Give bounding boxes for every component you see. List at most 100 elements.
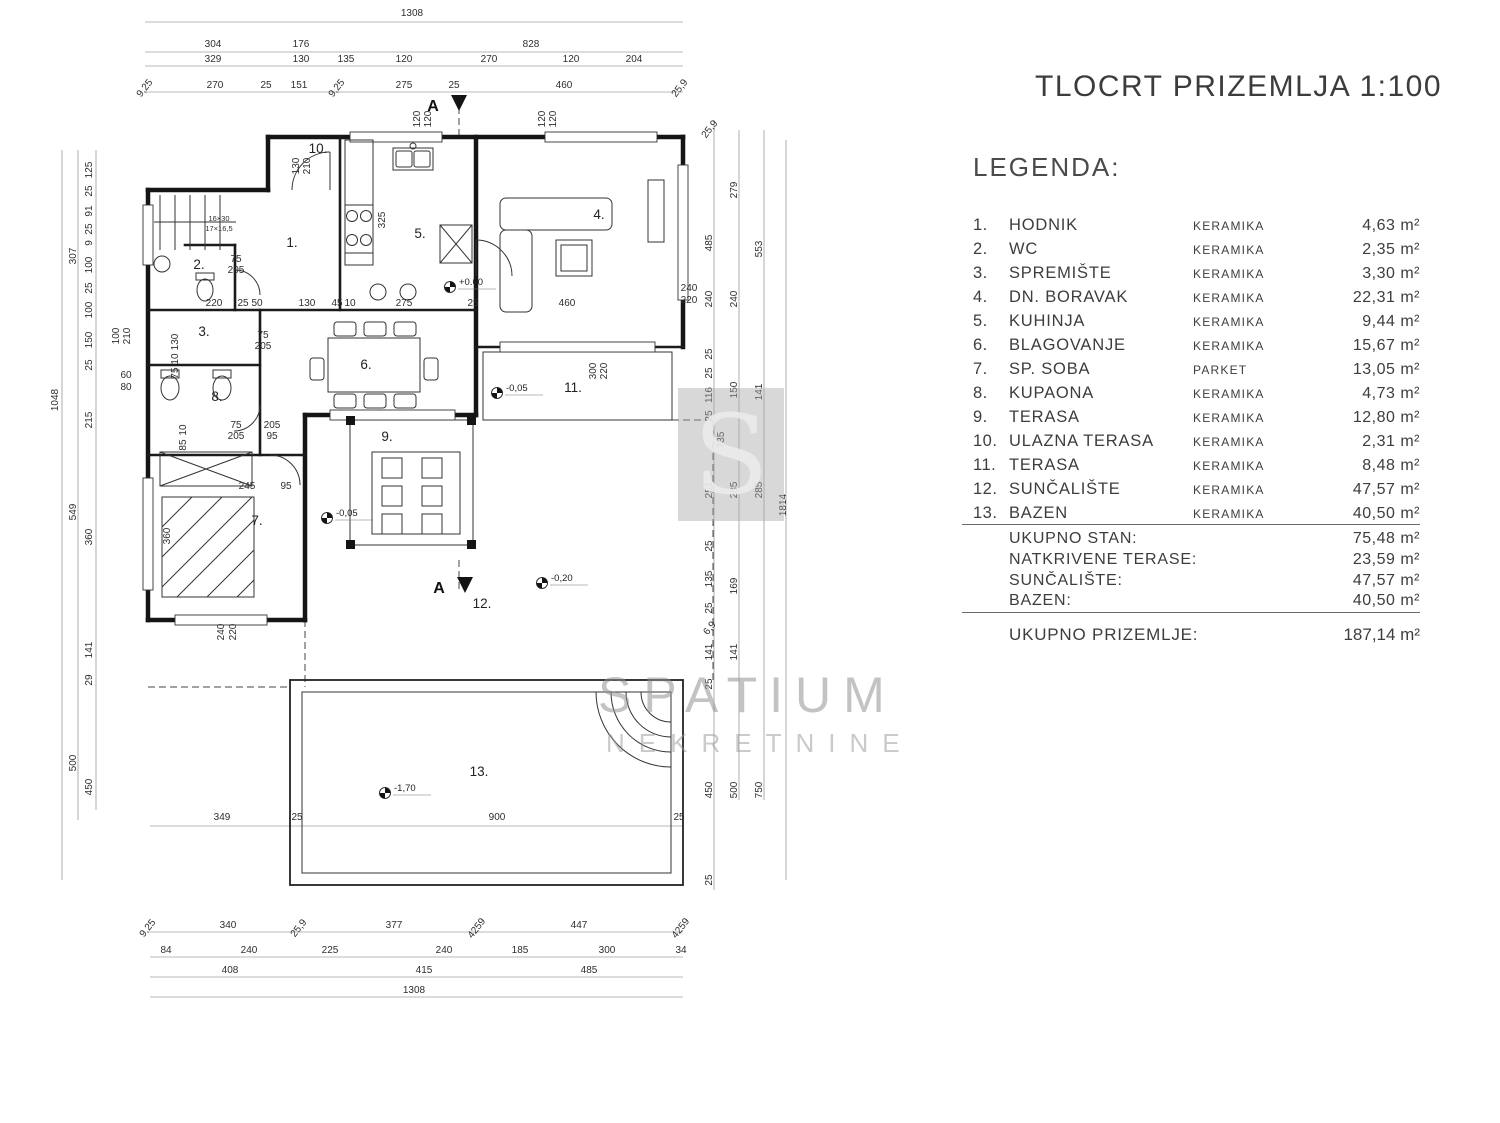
dimension-label: 25 bbox=[448, 80, 460, 91]
furniture-rect bbox=[555, 239, 593, 277]
furniture-circle bbox=[409, 142, 417, 150]
furniture-rect bbox=[393, 393, 417, 409]
fixture bbox=[212, 375, 232, 401]
total-value: 23,59 m² bbox=[1352, 550, 1420, 568]
column-post bbox=[467, 540, 476, 549]
legend-item-name: SUNČALIŠTE bbox=[1009, 480, 1121, 498]
legend-item-material: KERAMIKA bbox=[1193, 387, 1265, 401]
total-value: 40,50 m² bbox=[1352, 592, 1420, 610]
legend-item-area: 4,73 m² bbox=[1362, 385, 1420, 402]
room-number-label: 5. bbox=[414, 226, 425, 241]
dimension-label: 100 bbox=[84, 256, 95, 273]
dimension-label: 135 bbox=[704, 570, 715, 587]
stair-annotation: 17×16,5 bbox=[205, 224, 232, 233]
dimension-label: 240 bbox=[436, 945, 453, 956]
furniture-rect bbox=[647, 179, 665, 243]
dimension-label: 251 bbox=[704, 481, 715, 498]
dimension-label: 125 bbox=[84, 161, 95, 178]
total-row: SUNČALIŠTE: 47,57 m² bbox=[973, 571, 1420, 592]
dimension-label: 205 bbox=[264, 420, 281, 431]
dimension-label: 75 bbox=[230, 420, 242, 431]
legend-item-material: KERAMIKA bbox=[1193, 219, 1265, 233]
dimension-label: 210 bbox=[122, 327, 133, 344]
dimension-label: 275 bbox=[396, 80, 413, 91]
total-value: 47,57 m² bbox=[1352, 571, 1420, 589]
furniture-circle bbox=[360, 210, 372, 222]
furniture-rect bbox=[423, 357, 439, 381]
room-number-label: 11. bbox=[564, 380, 582, 395]
dimension-label: 240 bbox=[241, 945, 258, 956]
dimension-label: 549 bbox=[68, 503, 79, 520]
dimension-label: 150 bbox=[84, 331, 95, 348]
furniture-rect bbox=[421, 513, 443, 535]
dimension-label: 447 bbox=[571, 920, 588, 931]
dimension-label: 1814 bbox=[778, 493, 789, 516]
furniture-rect bbox=[195, 272, 215, 281]
legend-item-number: 3. bbox=[973, 264, 988, 282]
legend-item-number: 9. bbox=[973, 408, 988, 426]
dimension-label: 9,25 bbox=[135, 77, 156, 99]
dimension-label: 270 bbox=[207, 80, 224, 91]
fixture bbox=[160, 375, 180, 401]
level-marker-icon bbox=[491, 393, 497, 399]
dimension-label: 120 bbox=[563, 54, 580, 65]
arc-detail bbox=[595, 691, 672, 768]
level-marker-icon bbox=[321, 518, 327, 524]
total-label: UKUPNO STAN: bbox=[1009, 530, 1138, 547]
dimension-label: 270 bbox=[481, 54, 498, 65]
furniture-rect bbox=[363, 393, 387, 409]
furniture-rect bbox=[363, 321, 387, 337]
dimension-label: 220 bbox=[681, 295, 698, 306]
level-marker-icon bbox=[444, 287, 450, 293]
section-marker-icon bbox=[457, 577, 473, 593]
dimension-label: 9,25 bbox=[327, 77, 348, 99]
level-label: -0,05 bbox=[506, 383, 528, 394]
legend-item-area: 3,30 m² bbox=[1362, 265, 1420, 282]
dimension-label: 205 bbox=[255, 341, 272, 352]
drawing-title: TLOCRT PRIZEMLJA 1:100 bbox=[1035, 70, 1443, 103]
arc-detail bbox=[269, 454, 301, 486]
window bbox=[499, 341, 656, 353]
dimension-label: 120 bbox=[548, 110, 559, 127]
window bbox=[677, 164, 689, 301]
section-marker-letter: A bbox=[427, 98, 439, 115]
dimension-label: 75 bbox=[170, 367, 181, 379]
dimension-label: 25 bbox=[237, 298, 249, 309]
dimension-label: 10 bbox=[178, 424, 189, 436]
dimension-label: 735 bbox=[716, 431, 727, 448]
total-label: SUNČALIŠTE: bbox=[1009, 571, 1123, 589]
legend-item-material: PARKET bbox=[1193, 363, 1248, 377]
arc-detail bbox=[610, 691, 672, 753]
furniture-line bbox=[176, 519, 255, 598]
window bbox=[349, 131, 443, 143]
column-post bbox=[346, 540, 355, 549]
dimension-label: 500 bbox=[68, 754, 79, 771]
dimension-label: 25 bbox=[291, 812, 303, 823]
dimension-label: 141 bbox=[704, 643, 715, 660]
furniture-rect bbox=[381, 513, 403, 535]
legend-item-area: 9,44 m² bbox=[1362, 313, 1420, 330]
dimension-label: 360 bbox=[162, 527, 173, 544]
legend-item-name: KUHINJA bbox=[1009, 312, 1086, 330]
furniture-circle bbox=[369, 283, 387, 301]
legend-item-name: TERASA bbox=[1009, 408, 1080, 426]
level-label: -0,20 bbox=[551, 573, 573, 584]
stair-annotation: 16×30 bbox=[208, 214, 229, 223]
dimension-label: 450 bbox=[704, 781, 715, 798]
furniture-rect bbox=[333, 393, 357, 409]
dimension-label: 460 bbox=[559, 298, 576, 309]
dimension-label: 9,25 bbox=[138, 917, 159, 939]
legend-item-name: ULAZNA TERASA bbox=[1009, 432, 1154, 450]
level-marker-icon bbox=[497, 387, 503, 393]
dimension-label: 325 bbox=[377, 211, 388, 228]
furniture-circle bbox=[346, 234, 358, 246]
dimension-label: 120 bbox=[423, 110, 434, 127]
dimension-label: 25 bbox=[704, 678, 715, 690]
legend-item-number: 13. bbox=[973, 504, 998, 522]
legend-item-name: DN. BORAVAK bbox=[1009, 288, 1129, 306]
legend-item-name: KUPAONA bbox=[1009, 384, 1095, 402]
furniture-rect bbox=[344, 204, 374, 254]
